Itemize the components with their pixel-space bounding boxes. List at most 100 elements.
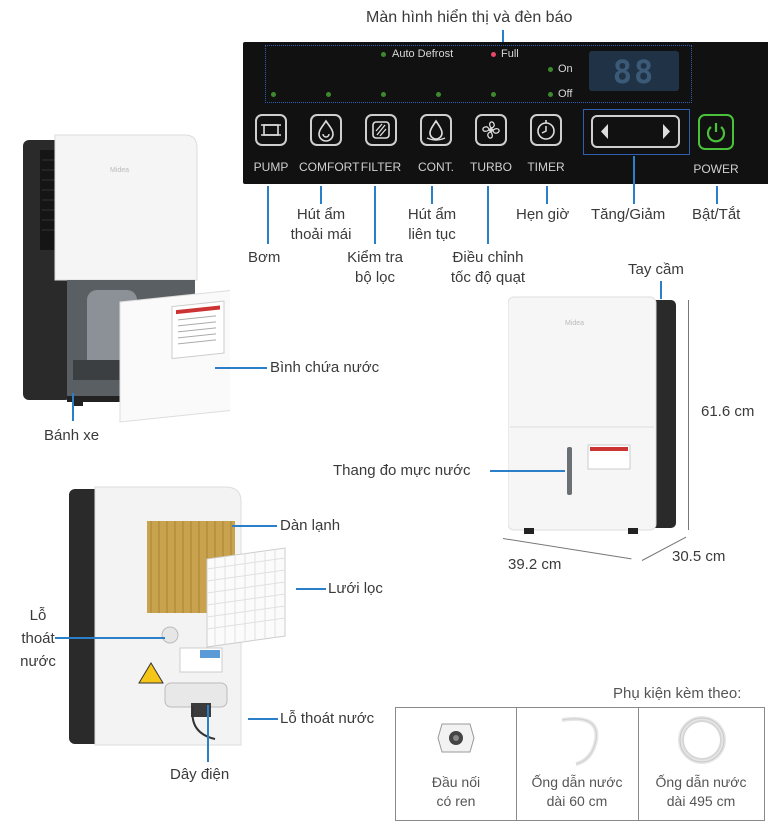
turbo-callout-1: Điều chỉnh [452,249,524,266]
pump-label: PUMP [253,160,289,174]
led [436,92,441,97]
up-down-button[interactable] [591,115,680,148]
threaded-connector-icon [437,723,475,753]
callout-line [267,186,269,244]
front-view-image: Midea [15,130,233,435]
svg-text:Midea: Midea [565,320,584,327]
cont-callout-2: liên tục [408,226,456,243]
timer-icon [537,120,555,140]
height-dimension-line [688,300,689,530]
filter-icon [372,121,390,139]
off-text: Off [558,88,573,100]
accessory-item: Ống dẫn nước dài 60 cm [516,708,639,820]
cont-label: CONT. [418,160,454,174]
accessories-box: Đầu nối có ren Ống dẫn nước dài 60 cm Ốn… [395,707,765,821]
filter-callout-1: Kiểm tra [347,249,403,266]
led [326,92,331,97]
power-icon [706,123,726,143]
width-value: 39.2 cm [508,556,562,573]
on-text: On [558,63,573,75]
on-led [548,67,553,72]
timer-label: TIMER [527,160,565,174]
display-digits: 88 [612,53,656,91]
power-label: POWER [693,162,739,176]
auto-defrost-text: Auto Defrost [392,48,454,60]
drain-left-label-3: nước [20,653,56,670]
updown-callout: Tăng/Giảm [591,206,666,223]
full-led [491,52,496,57]
led [381,92,386,97]
auto-defrost-led [381,52,386,57]
turbo-button[interactable] [475,114,507,146]
turbo-callout-2: tốc độ quạt [450,269,526,286]
tank-label: Bình chứa nước [270,359,380,376]
power-callout: Bật/Tắt [692,206,741,223]
coil-label: Dàn lạnh [280,517,341,534]
callout-line [232,525,277,527]
pump-icon [261,124,281,136]
left-right-arrows-icon [601,124,670,139]
accessory-item: Ống dẫn nước dài 495 cm [638,708,764,820]
callout-line [490,470,565,472]
pump-button[interactable] [255,114,287,146]
callout-line [55,637,165,639]
callout-line [546,186,548,204]
timer-callout: Hẹn giờ [516,206,570,223]
control-panel: Auto Defrost Full On Off 88 PUMP COMFORT… [243,42,768,184]
callout-line [716,186,718,204]
callout-line [487,186,489,244]
callout-line [248,718,278,720]
comfort-button[interactable] [310,114,342,146]
filter-callout-2: bộ lọc [354,269,396,286]
depth-value: 30.5 cm [672,548,726,565]
accessory-1-line-1: Đầu nối [431,774,481,790]
callout-line [502,30,504,44]
turbo-label: TURBO [470,160,512,174]
drain-right-label: Lỗ thoát nước [280,710,375,727]
height-value: 61.6 cm [701,403,755,420]
drain-left-label-1: Lỗ [29,607,47,624]
callout-line [215,367,267,369]
callout-line [296,588,326,590]
handle-label: Tay cầm [628,261,684,278]
accessory-1-line-2: có ren [436,793,476,809]
fan-icon [482,121,500,139]
wheel-label: Bánh xe [44,427,100,444]
hose-60cm-icon [561,717,599,766]
callout-line [633,156,635,204]
comfort-drop-icon [318,119,334,142]
pump-callout: Bơm [248,249,281,266]
callout-line [431,186,433,204]
callout-line [320,186,322,204]
led [271,92,276,97]
off-led [548,92,553,97]
dehumidifier-front-illustration: Midea [23,134,233,423]
accessory-3-line-1: Ống dẫn nước [655,774,747,790]
filter-label: FILTER [360,160,402,174]
indicator-area: Auto Defrost Full On Off [265,45,692,103]
digital-display: 88 [589,51,679,91]
hose-495cm-icon [678,716,726,764]
timer-button[interactable] [530,114,562,146]
filter-mesh-label: Lưới lọc [328,580,383,597]
comfort-callout-1: Hút ẩm [296,206,346,223]
cont-button[interactable] [420,114,452,146]
panel-title: Màn hình hiển thị và đèn báo [366,9,573,26]
side-view-image: Midea [507,295,683,540]
accessory-2-line-2: dài 60 cm [546,793,608,809]
led [491,92,496,97]
brand-text: Midea [110,167,129,174]
accessory-2-line-1: Ống dẫn nước [531,774,623,790]
filter-button[interactable] [365,114,397,146]
accessory-item: Đầu nối có ren [396,708,517,820]
comfort-label: COMFORT [299,160,360,174]
water-level-label: Thang đo mực nước [333,462,471,479]
dehumidifier-back-illustration [69,486,286,746]
continuous-drop-icon [426,119,446,141]
accessory-3-line-2: dài 495 cm [666,793,736,809]
callout-line [660,281,662,299]
power-button[interactable] [698,114,734,150]
accessories-title: Phụ kiện kèm theo: [613,685,742,702]
callout-line [72,393,74,421]
cont-callout-1: Hút ẩm [407,206,457,223]
